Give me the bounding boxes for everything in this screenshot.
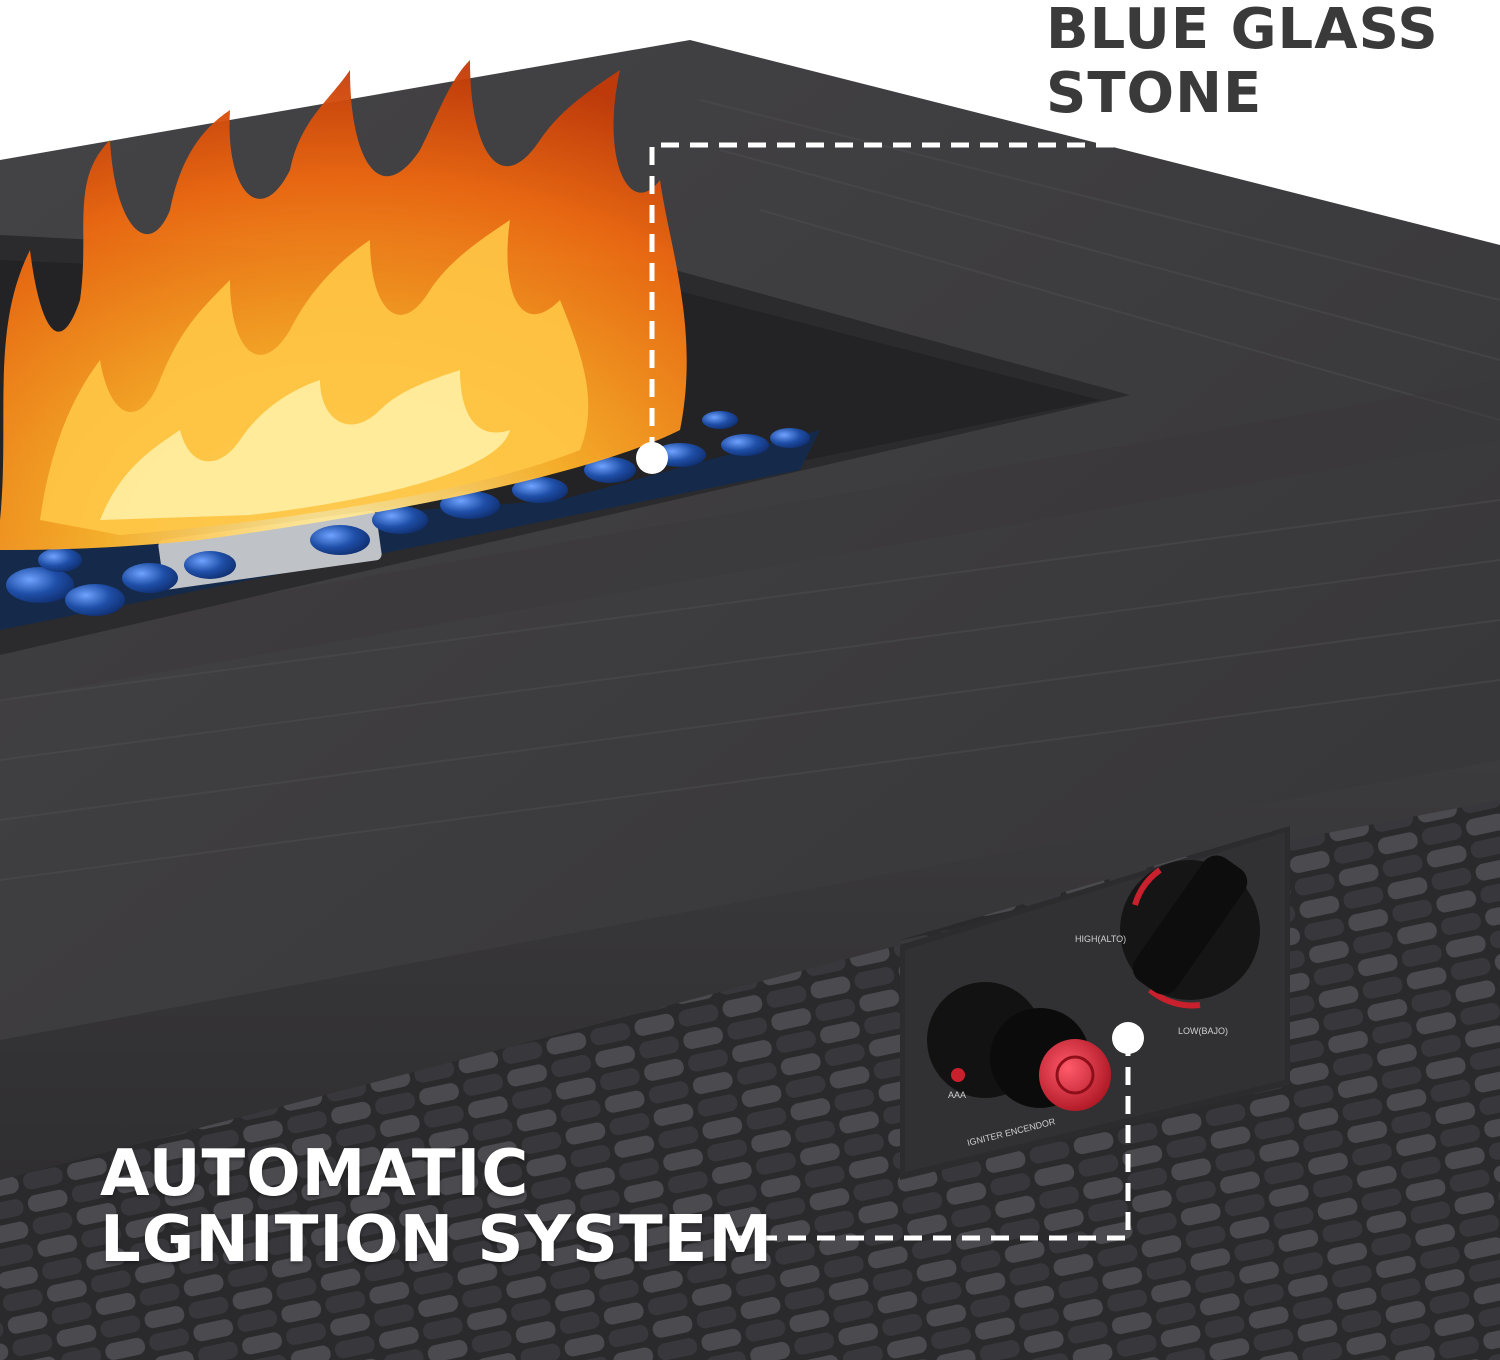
blue-glass-stones [0, 411, 820, 630]
battery-label: AAA [948, 1090, 966, 1100]
fire-flames [0, 60, 687, 550]
ignition-callout-line [718, 1038, 1131, 1241]
ignition-callout-dot [1112, 1022, 1144, 1054]
igniter-button[interactable] [1039, 1039, 1111, 1111]
wood-grain [0, 99, 1500, 881]
battery-icon [951, 1068, 965, 1082]
callout-lines [649, 142, 1132, 1241]
blue-glass-stone-callout: BLUE GLASS STONE [1046, 2, 1439, 130]
glass-callout-line [649, 142, 1132, 455]
callout-glass-line1: BLUE GLASS [1046, 0, 1439, 62]
tabletop-front-edge [0, 760, 1500, 1180]
callout-ignition-line2: LGNITION SYSTEM [100, 1203, 773, 1277]
low-label: LOW(BAJO) [1178, 1026, 1228, 1036]
high-label: HIGH(ALTO) [1075, 934, 1126, 944]
glass-callout-dot [636, 442, 668, 474]
callout-glass-line2: STONE [1046, 61, 1263, 126]
flame-direction-arrow-icon [1132, 867, 1162, 906]
ignition-system-callout: AUTOMATIC LGNITION SYSTEM [100, 1142, 773, 1274]
callout-ignition-line1: AUTOMATIC [100, 1137, 530, 1211]
control-panel: HIGH(ALTO) LOW(BAJO) AAA IGNITER ENCENDO… [900, 826, 1290, 1180]
